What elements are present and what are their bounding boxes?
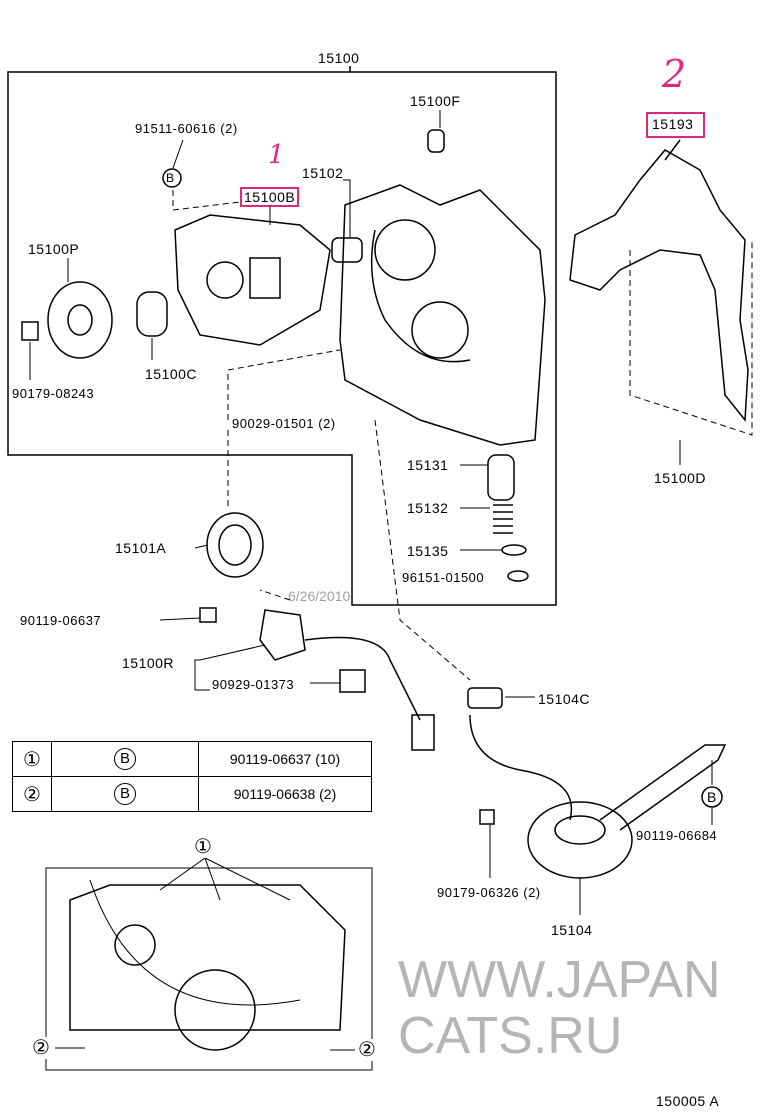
label-15104c: 15104C [538, 691, 591, 707]
spring [493, 504, 513, 534]
label-15100d: 15100D [654, 470, 707, 486]
bolt [199, 607, 217, 623]
sensor [259, 609, 306, 661]
inset-frame [45, 867, 373, 1071]
inset-mark-2-right: ② [358, 1039, 377, 1061]
label-15100b: 15100B [240, 187, 300, 207]
label-90179-06326: 90179-06326 (2) [437, 885, 541, 901]
part-number: 90119-06638 (2) [198, 776, 372, 812]
bolt-symbol [701, 786, 723, 808]
label-90179-08243: 90179-08243 [12, 386, 95, 402]
relief-valve [487, 454, 515, 501]
strainer-pipe [469, 714, 573, 821]
label-15100f: 15100F [410, 93, 461, 109]
row-number: ① [12, 741, 52, 777]
label-15100p: 15100P [28, 241, 80, 257]
handwritten-mark-2: 2 [662, 52, 687, 96]
label-15132: 15132 [407, 500, 449, 516]
diagram-id: 150005 A [656, 1093, 720, 1109]
label-15100: 15100 [318, 50, 360, 66]
label-15101a: 15101A [115, 540, 167, 556]
clip [339, 669, 366, 693]
strainer [527, 801, 633, 879]
assembly-bracket [7, 71, 557, 606]
shaft [331, 237, 363, 263]
bolt-cell: B [51, 776, 199, 812]
label-90119-06637: 90119-06637 [20, 613, 102, 629]
part-number: 90119-06637 (10) [198, 741, 372, 777]
table-row: ① B 90119-06637 (10) [12, 741, 372, 777]
label-15100r: 15100R [122, 655, 175, 671]
label-96151: 96151-01500 [402, 570, 485, 586]
bolt-symbol: B [114, 783, 136, 805]
nut [21, 321, 39, 341]
inset-mark-1: ① [194, 836, 213, 858]
table-row: ② B 90119-06638 (2) [12, 776, 372, 812]
label-15102: 15102 [302, 165, 344, 181]
row-number: ② [12, 776, 52, 812]
label-15104: 15104 [551, 922, 593, 938]
pump-gear [47, 281, 113, 359]
oil-seal [206, 512, 264, 578]
plug [427, 129, 445, 153]
strainer-bracket [599, 744, 727, 831]
connector [411, 714, 435, 751]
bolt-symbol [162, 168, 182, 188]
bolt-symbol-label: B [166, 171, 175, 185]
bolt-cell: B [51, 741, 199, 777]
bolt-symbol: B [114, 748, 136, 770]
label-15100c: 15100C [145, 366, 198, 382]
inset-pump-body [69, 884, 346, 1031]
bolt-symbol-label: B [707, 789, 717, 805]
watermark: WWW.JAPANCATS.RU [398, 951, 721, 1065]
label-90029: 90029-01501 (2) [232, 416, 336, 432]
label-15131: 15131 [407, 457, 449, 473]
strainer-gasket [467, 687, 503, 709]
label-15193: 15193 [646, 112, 706, 138]
label-91511: 91511-60616 (2) [135, 121, 238, 137]
inset-mark-2-left: ② [32, 1037, 51, 1059]
pump-cover [174, 214, 331, 346]
bushing [136, 291, 168, 337]
gasket [569, 149, 749, 422]
bolt-table: ① B 90119-06637 (10) ② B 90119-06638 (2) [12, 741, 372, 812]
label-15135: 15135 [407, 543, 449, 559]
label-90119-06684: 90119-06684 [636, 828, 718, 844]
label-90929: 90929-01373 [212, 677, 295, 693]
date-stamp: 6/26/2010 [288, 588, 351, 604]
handwritten-mark-1: 1 [268, 140, 285, 170]
oil-pump-body [339, 184, 546, 446]
